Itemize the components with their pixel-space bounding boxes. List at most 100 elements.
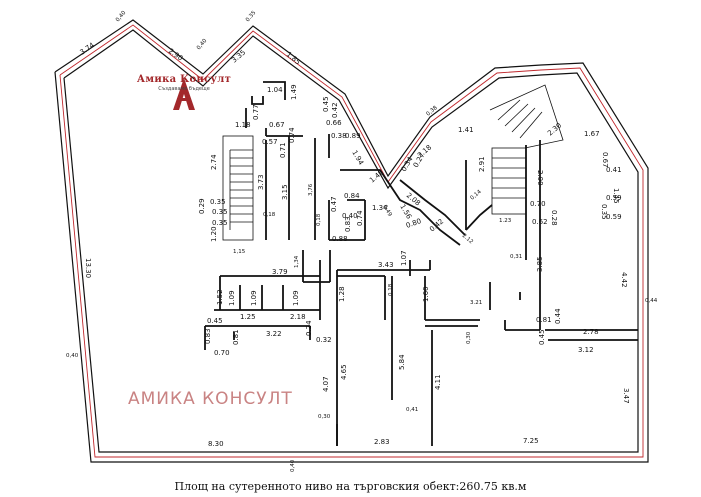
- dim-label: 0.35: [245, 10, 258, 24]
- dim-label: 0.66: [326, 119, 342, 127]
- area-caption: Площ на сутеренното ниво на търговския о…: [174, 480, 527, 493]
- dim-label: 0.70: [530, 200, 546, 208]
- dim-label: 0.47: [330, 196, 338, 212]
- dim-label: 0.70: [214, 349, 230, 357]
- dim-label: 2.91: [478, 156, 486, 172]
- dim-label: 2.12: [461, 233, 474, 245]
- company-logo: Амика Консулт Създаваме бъдеще: [136, 74, 232, 92]
- dim-label: 3.79: [272, 268, 288, 276]
- dim-label: 0.24: [305, 320, 313, 336]
- dim-label: 0,18: [316, 213, 322, 226]
- dim-label: 7.25: [523, 437, 539, 445]
- dim-label: 3.47: [622, 388, 630, 404]
- dim-label: 1.09: [292, 290, 300, 306]
- dim-label: 0,18: [263, 212, 276, 218]
- dim-label: 1,15: [233, 249, 246, 255]
- dim-label: 2.00: [536, 170, 544, 186]
- dim-label: 1.25: [240, 313, 256, 321]
- dim-label: 0.89: [345, 132, 361, 140]
- dim-label: 2.18: [290, 313, 306, 321]
- dim-label: 0,31: [510, 254, 522, 260]
- dim-label: 0.35: [212, 219, 228, 227]
- dim-label: 0.81: [536, 316, 552, 324]
- dim-label: 0.28: [550, 210, 558, 226]
- dim-label: 0.42: [331, 102, 339, 118]
- stair-left: [222, 135, 254, 241]
- dim-label: 0.40: [342, 212, 358, 220]
- dim-label: 0.67: [601, 152, 609, 168]
- dim-label: 0,44: [645, 298, 658, 304]
- dim-label: 3.22: [266, 330, 282, 338]
- dim-label: 2.78: [583, 328, 599, 336]
- dim-label: 4.07: [322, 376, 330, 392]
- dim-label: 1.85: [285, 50, 302, 66]
- dim-label: 1.20: [210, 226, 218, 242]
- logo-brand-text: Амика Консулт: [136, 74, 232, 85]
- dim-label: 3.12: [578, 346, 594, 354]
- dim-label: 0.71: [279, 142, 287, 158]
- dim-label: 0.77: [252, 104, 260, 120]
- dim-label: 3.21: [470, 300, 482, 306]
- dimension-labels: 3.74 0,40 2.90 0,40 0.35 3.35 1.85 1.04 …: [66, 10, 658, 472]
- dim-label: 0,18: [388, 283, 394, 296]
- dim-label: 1.49: [290, 84, 298, 100]
- dim-label: 0.44: [554, 308, 562, 324]
- dim-label: 0,14: [469, 189, 483, 202]
- dim-label: 8.30: [208, 440, 224, 448]
- dim-label: 0,40: [66, 353, 79, 359]
- dim-label: 0.84: [344, 192, 360, 200]
- dim-label: 0.57: [262, 138, 278, 146]
- dim-label: 3.85: [536, 256, 544, 272]
- dim-label: 0.59: [606, 213, 622, 221]
- dim-label: 0.83: [204, 328, 212, 344]
- dim-label: 4.11: [434, 374, 442, 390]
- dim-label: 0,41: [406, 407, 418, 413]
- dim-label: 1,34: [294, 255, 300, 268]
- dim-label: 5.84: [398, 354, 406, 370]
- dim-label: 1.07: [400, 250, 408, 266]
- dim-label: 0.45: [538, 329, 546, 345]
- dim-label: 0.45: [207, 317, 223, 325]
- dim-label: 13.30: [84, 258, 92, 278]
- dim-label: 4.42: [620, 272, 628, 288]
- dim-label: 1.09: [250, 290, 258, 306]
- dim-label: 1.18: [235, 121, 251, 129]
- dim-label: 0.67: [269, 121, 285, 129]
- dim-label: 0.32: [316, 336, 332, 344]
- dim-label: 0,30: [466, 331, 472, 344]
- dim-label: 1.09: [228, 290, 236, 306]
- dim-label: 1.28: [338, 286, 346, 302]
- dim-label: 2.30: [546, 121, 563, 137]
- watermark-text: АМИКА КОНСУЛТ: [128, 389, 293, 409]
- dim-label: 1.94: [350, 149, 365, 167]
- dim-label: 0.83: [344, 216, 352, 232]
- dim-label: 1.52: [216, 289, 224, 305]
- dim-label: 0.35: [600, 204, 608, 220]
- dim-label: 0.41: [606, 166, 622, 174]
- dim-label: 2.74: [210, 154, 218, 170]
- dim-label: 0.88: [332, 235, 348, 243]
- stair-right: [489, 84, 564, 215]
- dim-label: 0,30: [318, 414, 331, 420]
- dim-label: 1.04: [267, 86, 283, 94]
- interior-walls: [204, 81, 638, 446]
- dim-label: 3.74: [79, 41, 97, 57]
- dim-label: 0.45: [322, 96, 330, 112]
- dim-label: 3,76: [308, 183, 314, 196]
- dim-label: 0,40: [196, 38, 209, 52]
- dim-label: 1.67: [584, 130, 600, 138]
- outer-walls: [54, 19, 649, 463]
- dim-label: 1.45: [612, 188, 620, 204]
- logo-tagline: Създаваме бъдеще: [158, 86, 210, 92]
- dim-label: 0.49: [381, 204, 393, 218]
- dim-label: 0.29: [198, 198, 206, 214]
- dim-label: 0.74: [288, 127, 296, 143]
- dim-label: 0,40: [290, 459, 296, 472]
- dim-label: 0.81: [232, 329, 240, 345]
- dim-label: 0,40: [115, 10, 128, 24]
- logo-mark: [173, 78, 195, 110]
- dim-label: 0.38: [331, 132, 347, 140]
- dim-label: 0.62: [532, 218, 548, 226]
- dim-label: 1.41: [458, 126, 474, 134]
